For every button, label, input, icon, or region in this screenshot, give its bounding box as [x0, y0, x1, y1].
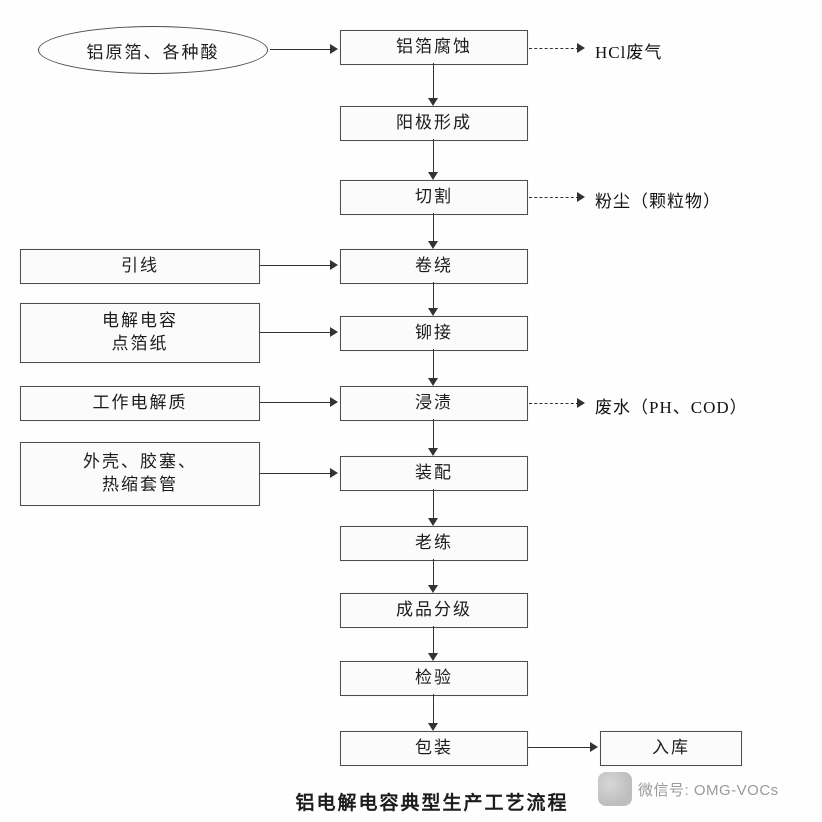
step-box-grading: 成品分级 — [340, 593, 528, 628]
input-arrow-electrolyte — [260, 397, 338, 407]
down-arrow-6 — [428, 419, 438, 456]
packaging-to-warehouse-arrow — [528, 742, 598, 752]
wechat-logo-icon — [598, 772, 632, 806]
input-box-electrolyte: 工作电解质 — [20, 386, 260, 421]
input-arrow-foil-paper — [260, 327, 338, 337]
emission-label-waste: 废水（PH、COD） — [595, 398, 748, 417]
step-box-aging: 老练 — [340, 526, 528, 561]
start-to-corrosion-arrow — [270, 44, 338, 54]
step-box-winding: 卷绕 — [340, 249, 528, 284]
watermark: 微信号: OMG-VOCs — [598, 772, 779, 806]
down-arrow-5 — [428, 349, 438, 386]
down-arrow-1 — [428, 63, 438, 106]
emission-arrow-dust — [529, 192, 585, 202]
step-box-inspection: 检验 — [340, 661, 528, 696]
diagram-caption: 铝电解电容典型生产工艺流程 — [295, 793, 569, 814]
down-arrow-2 — [428, 139, 438, 180]
down-arrow-4 — [428, 282, 438, 316]
step-box-impregnate: 浸渍 — [340, 386, 528, 421]
emission-label-hcl: HCl废气 — [595, 43, 663, 62]
step-box-assembly: 装配 — [340, 456, 528, 491]
final-box-warehouse: 入库 — [600, 731, 742, 766]
step-box-anode: 阳极形成 — [340, 106, 528, 141]
step-box-riveting: 铆接 — [340, 316, 528, 351]
down-arrow-9 — [428, 626, 438, 661]
emission-label-dust: 粉尘（颗粒物） — [595, 192, 721, 211]
watermark-text: 微信号: OMG-VOCs — [638, 781, 779, 799]
input-box-lead-wire: 引线 — [20, 249, 260, 284]
emission-arrow-hcl — [529, 43, 585, 53]
down-arrow-3 — [428, 213, 438, 249]
step-box-packaging: 包装 — [340, 731, 528, 766]
input-arrow-lead-wire — [260, 260, 338, 270]
start-oval: 铝原箔、各种酸 — [38, 26, 268, 74]
down-arrow-8 — [428, 559, 438, 593]
step-box-cutting: 切割 — [340, 180, 528, 215]
input-arrow-shell-plug — [260, 468, 338, 478]
input-box-shell-plug: 外壳、胶塞、 热缩套管 — [20, 442, 260, 506]
down-arrow-7 — [428, 489, 438, 526]
input-box-foil-paper: 电解电容 点箔纸 — [20, 303, 260, 363]
down-arrow-10 — [428, 694, 438, 731]
step-box-corrosion: 铝箔腐蚀 — [340, 30, 528, 65]
emission-arrow-waste — [529, 398, 585, 408]
